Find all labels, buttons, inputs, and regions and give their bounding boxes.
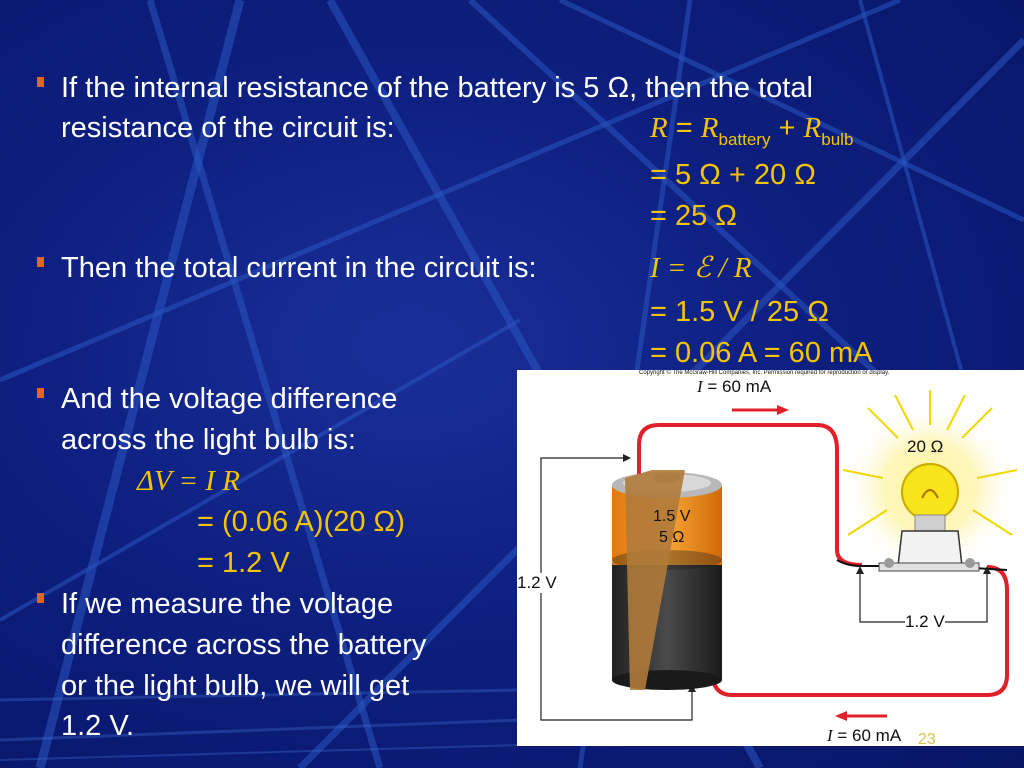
bullet-2-text: Then the total current in the circuit is…	[61, 252, 537, 284]
bullet-3-line-2: across the light bulb is:	[61, 424, 356, 456]
bullet-4-line-3: or the light bulb, we will get	[61, 670, 410, 702]
bullet-4-line-1: If we measure the voltage	[61, 588, 394, 620]
slide-number: 23	[918, 731, 936, 748]
subscript-battery: battery	[718, 130, 771, 149]
bullet-4-line-4: 1.2 V.	[61, 710, 135, 742]
resistance-step-2: = 5 Ω + 20 Ω	[650, 159, 816, 191]
circuit-figure: Copyright © The McGraw-Hill Companies, I…	[517, 370, 1024, 746]
current-value: = 60 mA	[832, 726, 902, 745]
equals-sign: =	[667, 112, 701, 144]
bullet-marker	[37, 593, 44, 603]
battery-resistance-label: 5 Ω	[659, 529, 685, 546]
circuit-diagram	[540, 390, 1018, 721]
current-symbol: I	[827, 726, 833, 745]
current-step-2: = 1.5 V / 25 Ω	[650, 296, 829, 328]
current-label-top: I = 60 mA	[697, 377, 771, 397]
bullet-1-line-2: resistance of the circuit is:	[61, 112, 395, 144]
current-symbol: I	[697, 377, 703, 396]
current-label-bottom: I = 60 mA	[827, 726, 901, 746]
subscript-bulb: bulb	[821, 130, 854, 149]
wire-bottom	[710, 565, 1009, 697]
symbol-r-battery: R	[700, 112, 719, 144]
voltage-equation: ΔV = I R	[137, 465, 240, 497]
battery-emf-label: 1.5 V	[653, 508, 691, 525]
bulb-resistance-label: 20 Ω	[907, 437, 944, 456]
plus-sign: +	[770, 112, 804, 144]
voltmeter-left-label: 1.2 V	[517, 573, 557, 593]
voltage-step-2: = (0.06 A)(20 Ω)	[197, 506, 405, 538]
resistance-step-3: = 25 Ω	[650, 200, 737, 232]
copyright-notice: Copyright © The McGraw-Hill Companies, I…	[639, 370, 890, 376]
wire-top	[637, 423, 863, 567]
symbol-r: R	[650, 112, 668, 144]
bullet-4-line-2: difference across the battery	[61, 629, 427, 661]
bullet-3-line-1: And the voltage difference	[61, 383, 398, 415]
current-value: = 60 mA	[702, 377, 772, 396]
symbol-r-bulb: R	[803, 112, 822, 144]
current-step-3: = 0.06 A = 60 mA	[650, 337, 873, 369]
bullet-1-line-1: If the internal resistance of the batter…	[61, 72, 813, 104]
bullet-marker	[37, 77, 44, 87]
light-bulb	[842, 390, 1018, 573]
bullet-marker	[37, 388, 44, 398]
resistance-equation: R = Rbattery + Rbulb	[650, 108, 853, 152]
bullet-marker	[37, 257, 44, 267]
voltmeter-right-label: 1.2 V	[905, 612, 945, 632]
voltage-step-3: = 1.2 V	[197, 547, 290, 579]
battery	[612, 470, 722, 690]
current-equation: I = ℰ / R	[650, 252, 752, 284]
wire-bulb-left	[836, 559, 897, 567]
voltmeter-lead-left	[540, 457, 693, 721]
